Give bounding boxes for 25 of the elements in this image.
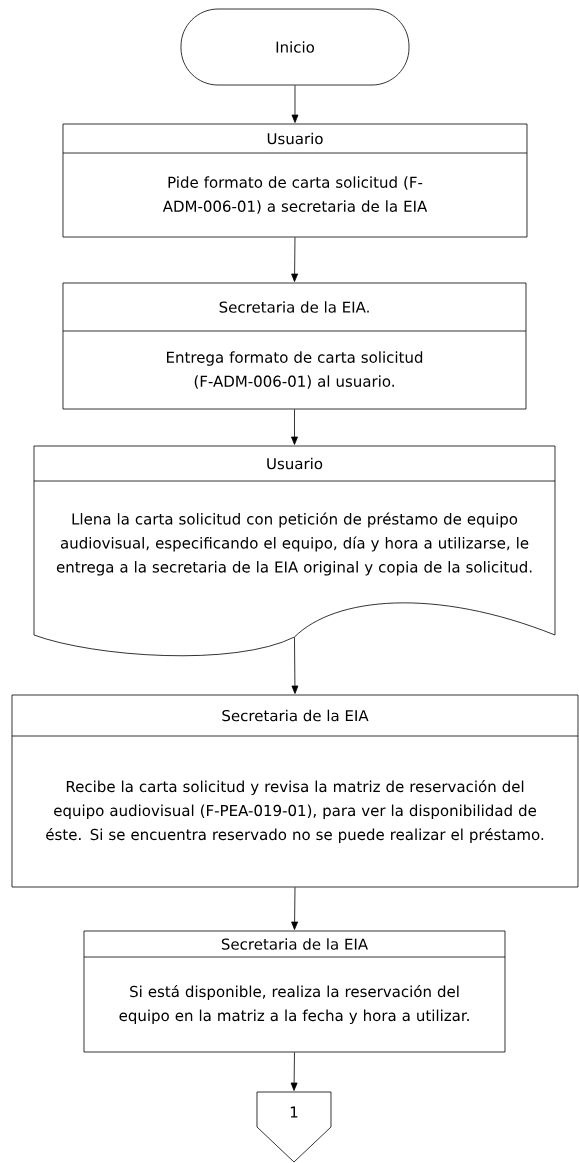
box-heading: Secretaria de la EIA [221,938,368,950]
arrow [291,637,299,694]
box-text: Pide formato de carta solicitud (F-ADM-006-01) a secretaria de la EIA [162,176,428,214]
arrow [290,1052,298,1091]
off-page-connector [256,1091,332,1163]
process-box [62,282,527,410]
box-text: Si está disponible, realiza la reservación del equipo en la matriz a la fecha y hora a utilizar. [119,984,469,1025]
box-heading: Secretaria de la EIA. [219,301,369,313]
terminal-shape [180,8,410,86]
box-text: Llena la carta solicitud con petición de préstamo de equipo audiovisual, especificando el equipo, día y hora a utilizarse, le entrega a la secretaria de la EIA original y copia de la solicitud. [56,512,532,576]
box-heading: Usuario [267,457,323,470]
connector-label: 1 [290,1106,298,1118]
arrow [291,409,298,445]
process-box [62,123,528,238]
document-shape [33,445,556,657]
arrow [291,85,299,123]
terminal-label: Inicio [276,41,315,53]
arrow [291,237,298,282]
box-heading: Secretaria de la EIA [222,709,369,722]
arrow [291,887,298,930]
process-box [11,694,579,888]
process-box [83,930,506,1053]
box-heading: Usuario [267,132,323,145]
box-text: Recibe la carta solicitud y revisa la matriz de reservación del equipo audiovisual (F-PEA-019-01), para ver la disponibilidad de éste. Si se encuentra reservado no se puede realizar el préstamo. [46,779,544,844]
box-text: Entrega formato de carta solicitud (F-ADM-006-01) al usuario. [167,351,423,389]
